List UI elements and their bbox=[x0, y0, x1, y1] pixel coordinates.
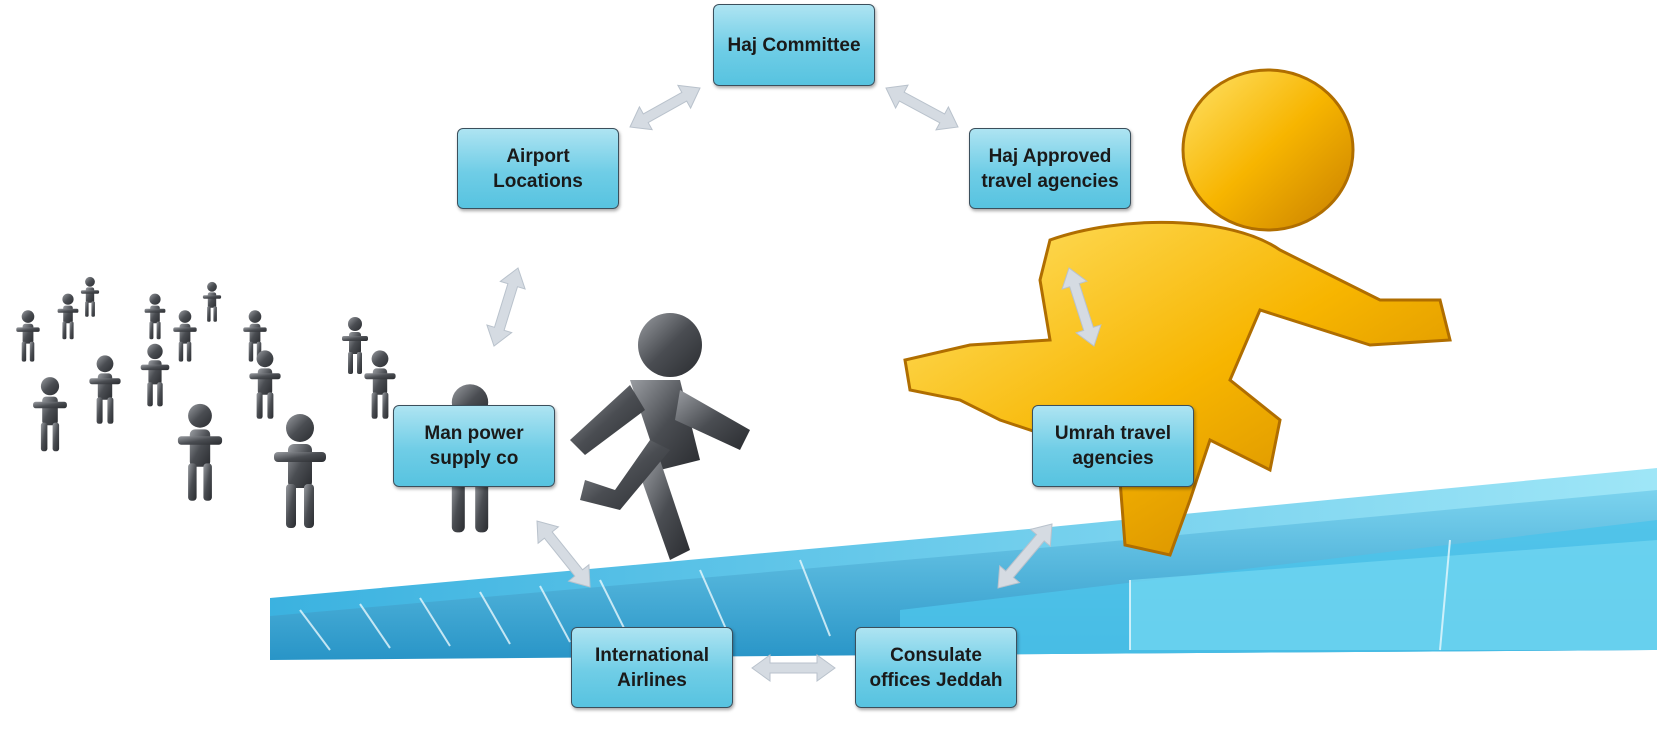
dark-running-figures-icon bbox=[16, 276, 750, 560]
node-umrah-travel-agencies: Umrah travel agencies bbox=[1032, 405, 1194, 487]
running-gold-figure-icon bbox=[903, 68, 1452, 557]
node-umrah-travel-label: Umrah travel agencies bbox=[1054, 423, 1172, 469]
node-haj-committee: Haj Committee bbox=[713, 4, 875, 86]
arrow-airport-man-power bbox=[486, 267, 526, 347]
node-consulate-offices-jeddah: Consulate offices Jeddah bbox=[855, 627, 1017, 708]
arrow-man-power-airlines bbox=[536, 520, 591, 588]
node-man-power-label: Man power supply co bbox=[424, 423, 524, 469]
node-airport-locations-label: Airport Locations bbox=[493, 145, 583, 192]
node-haj-committee-label: Haj Committee bbox=[727, 34, 861, 56]
node-international-airlines: International Airlines bbox=[571, 627, 733, 708]
arrow-umrah-consulate bbox=[997, 523, 1053, 589]
node-man-power-supply-co: Man power supply co bbox=[393, 405, 555, 487]
node-international-airlines-label: International Airlines bbox=[594, 644, 709, 691]
node-consulate-offices-label: Consulate offices Jeddah bbox=[869, 644, 1003, 691]
arrow-haj-committee-airport bbox=[629, 84, 701, 131]
node-haj-approved-label: Haj Approved travel agencies bbox=[981, 145, 1119, 192]
blue-stairs-icon bbox=[270, 468, 1657, 660]
node-haj-approved-travel-agencies: Haj Approved travel agencies bbox=[969, 128, 1131, 209]
arrow-haj-committee-haj-approved bbox=[885, 84, 959, 131]
arrow-airlines-consulate bbox=[751, 654, 836, 682]
bidirectional-arrows bbox=[486, 84, 1102, 682]
arrow-haj-approved-umrah bbox=[1061, 267, 1102, 347]
node-airport-locations: Airport Locations bbox=[457, 128, 619, 209]
